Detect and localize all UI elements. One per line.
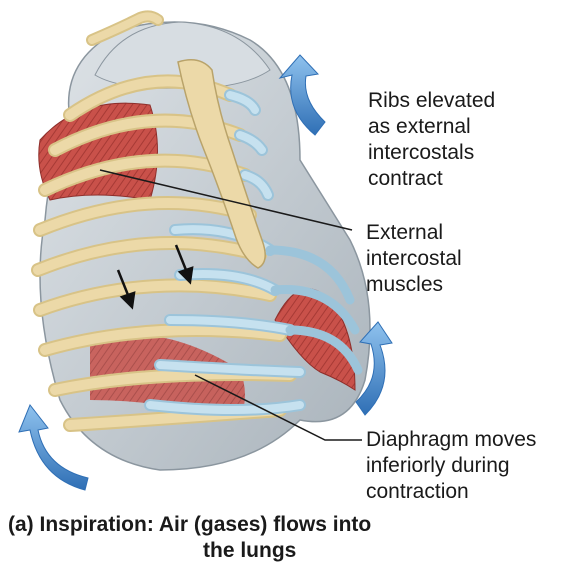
ribs-elevated-label: Ribs elevated as external intercostals c… bbox=[368, 88, 495, 192]
diaphragm-label-line-3: contraction bbox=[366, 479, 536, 505]
diaphragm-label: Diaphragm moves inferiorly during contra… bbox=[366, 427, 536, 505]
ribs-label-line-1: Ribs elevated bbox=[368, 88, 495, 114]
ribs-label-line-4: contract bbox=[368, 166, 495, 192]
ribs-label-line-3: intercostals bbox=[368, 140, 495, 166]
external-intercostal-muscles-label: External intercostal muscles bbox=[366, 220, 462, 298]
muscles-label-line-3: muscles bbox=[366, 272, 462, 298]
figure-caption: (a) Inspiration: Air (gases) flows into … bbox=[8, 512, 371, 564]
diaphragm-label-line-1: Diaphragm moves bbox=[366, 427, 536, 453]
caption-line-1: (a) Inspiration: Air (gases) flows into bbox=[8, 513, 371, 536]
muscles-label-line-2: intercostal bbox=[366, 246, 462, 272]
muscles-label-line-1: External bbox=[366, 220, 462, 246]
caption-line-2: the lungs bbox=[8, 538, 371, 564]
diaphragm-label-line-2: inferiorly during bbox=[366, 453, 536, 479]
ribs-label-line-2: as external bbox=[368, 114, 495, 140]
